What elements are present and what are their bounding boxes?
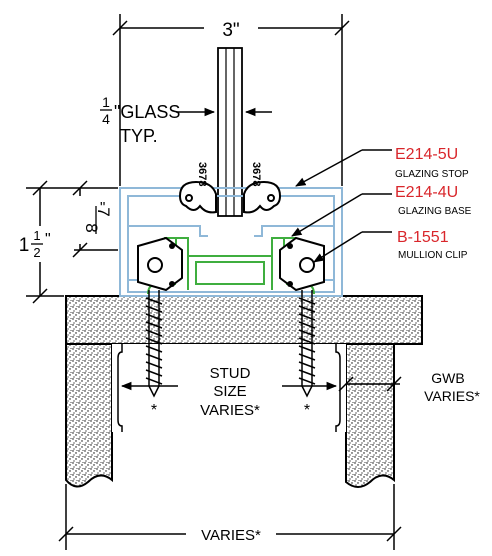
dim-depth	[72, 180, 118, 258]
dim-width	[112, 14, 350, 186]
top-plate	[65, 295, 423, 345]
bottom-label: VARIES*	[201, 527, 261, 544]
glass-typ: TYP.	[120, 126, 158, 146]
callout-desc-3: MULLION CLIP	[398, 250, 468, 261]
stud-label-line3: VARIES*	[200, 402, 260, 419]
screw-right	[298, 290, 316, 398]
height-whole: 1	[19, 235, 30, 256]
stud-label-line2: SIZE	[213, 383, 246, 400]
glass-frac-den: 4	[102, 111, 110, 127]
depth-inch: "	[100, 199, 105, 216]
depth-frac-den: 8	[82, 223, 101, 232]
callout-desc-1: GLAZING STOP	[395, 169, 469, 180]
mullion-clip-right	[279, 236, 325, 292]
gasket-left	[178, 180, 217, 214]
dim-bottom	[58, 484, 402, 550]
glass-label: "GLASS	[114, 102, 180, 122]
gwb-dim	[338, 376, 402, 392]
height-inch: "	[45, 231, 51, 248]
substrate-block	[65, 295, 423, 488]
callout-part-1: E214-5U	[395, 146, 458, 163]
glass-frac-num: 1	[102, 94, 110, 110]
callout-leaders	[291, 149, 392, 263]
screw-left	[145, 290, 163, 398]
depth-frac-num: 7	[94, 207, 113, 216]
mullion-clip-left	[137, 236, 183, 292]
height-frac-den: 2	[33, 245, 40, 260]
gasket-right	[243, 180, 282, 214]
gwb-label-line2: VARIES*	[424, 388, 480, 404]
gasket-number-left: 3678	[196, 162, 208, 186]
left-stud	[65, 343, 113, 488]
width-label: 3"	[222, 20, 239, 41]
right-stud	[345, 343, 395, 488]
gwb-label-line1: GWB	[431, 370, 464, 386]
gaskets	[178, 180, 282, 214]
glass-panel	[217, 47, 243, 217]
callout-desc-2: GLAZING BASE	[398, 206, 472, 217]
stud-flange-left	[117, 344, 123, 432]
dim-height	[26, 180, 118, 304]
asterisk-right: *	[304, 402, 310, 419]
callout-part-2: E214-4U	[395, 184, 458, 201]
stud-label-line1: STUD	[210, 365, 251, 382]
asterisk-left: *	[151, 402, 157, 419]
gasket-number-right: 3678	[250, 162, 262, 186]
height-frac-num: 1	[33, 228, 40, 243]
callout-part-3: B-1551	[397, 229, 449, 246]
